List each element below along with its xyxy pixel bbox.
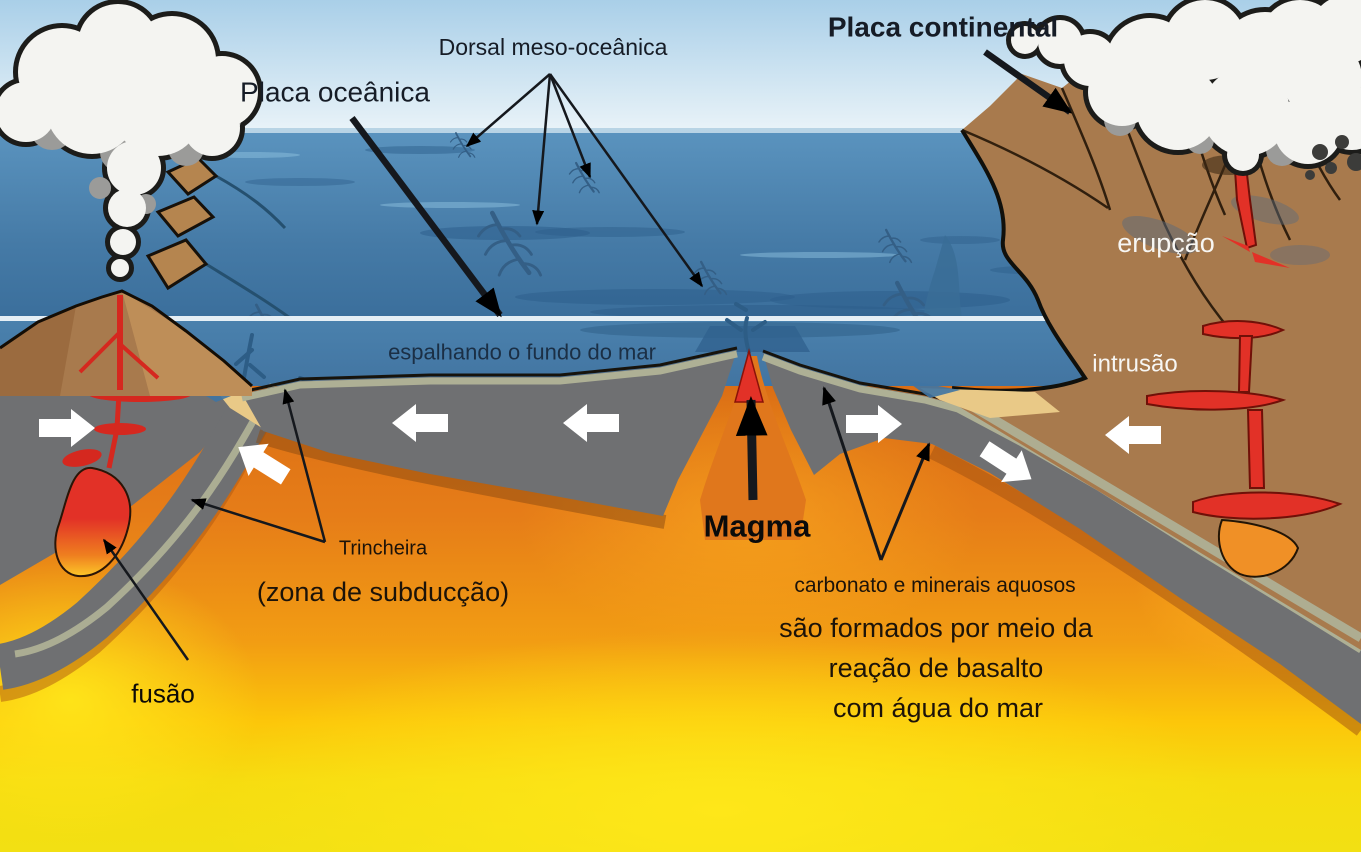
label-intrusao: intrusão bbox=[1092, 350, 1178, 378]
waterline-divider bbox=[0, 316, 1361, 321]
island-arc-back-islands bbox=[145, 156, 291, 320]
label-formados-linha-3: com água do mar bbox=[832, 692, 1044, 723]
label-pointer-arrows bbox=[102, 49, 1073, 661]
trench-sediment-right bbox=[920, 388, 1060, 418]
smoke-plume-right bbox=[1006, 0, 1361, 180]
intrusion-molten-tail bbox=[1217, 518, 1300, 578]
label-erupcao: erupção bbox=[1117, 227, 1215, 258]
trincheira-pointer-arrow bbox=[190, 498, 326, 544]
subducting-slab-left bbox=[0, 383, 279, 702]
oceanic-plate-left bbox=[241, 346, 738, 529]
label-espalhando-fundo-mar: espalhando o fundo do mar bbox=[388, 339, 656, 365]
label-magma: Magma bbox=[703, 508, 811, 544]
dorsal-pointer-arrow bbox=[465, 73, 551, 147]
label-formados-linha-2: reação de basalto bbox=[828, 652, 1044, 683]
label-dorsal-meso-oceanica: Dorsal meso-oceânica bbox=[438, 33, 668, 60]
smoke-plume-left bbox=[0, 0, 263, 282]
carbonato-pointer-arrow bbox=[879, 442, 931, 561]
label-placa-oceanica: Placa oceânica bbox=[240, 76, 430, 108]
trench-water-right bbox=[905, 380, 960, 398]
fusao-pointer-arrow bbox=[102, 538, 190, 661]
placa-continental-pointer-arrow bbox=[983, 49, 1073, 115]
label-carbonato-minerais: carbonato e minerais aquosos bbox=[794, 573, 1076, 597]
label-formados-linha-1: são formados por meio da bbox=[779, 612, 1093, 643]
dorsal-pointer-arrow bbox=[548, 73, 592, 179]
label-zona-subduccao: (zona de subducção) bbox=[256, 576, 510, 607]
label-fusao: fusão bbox=[131, 678, 195, 709]
volcanic-island-left bbox=[0, 289, 253, 396]
dorsal-pointer-arrow bbox=[548, 73, 704, 288]
label-trincheira: Trincheira bbox=[338, 537, 428, 560]
trincheira-pointer-arrow bbox=[282, 388, 327, 543]
dorsal-pointer-arrow bbox=[532, 73, 552, 226]
label-placa-continental: Placa continental bbox=[827, 11, 1059, 43]
ash-debris bbox=[1305, 135, 1361, 180]
magma-pointer-arrow bbox=[735, 396, 768, 501]
carbonato-pointer-arrow bbox=[822, 386, 883, 561]
placa-oceanica-pointer-arrow bbox=[349, 116, 503, 318]
